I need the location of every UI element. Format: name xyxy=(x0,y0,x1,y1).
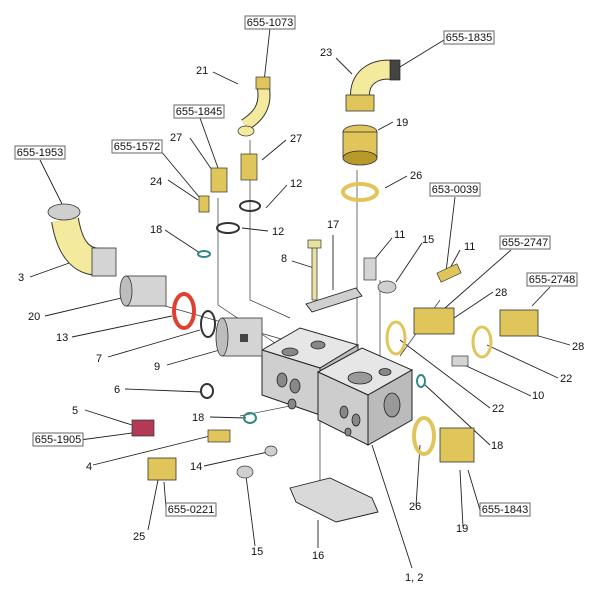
fitting-11-left xyxy=(363,257,377,281)
part-655-1953: 655-1953 xyxy=(17,147,64,159)
part-655-1843: 655-1843 xyxy=(482,504,529,516)
part-655-2747: 655-2747 xyxy=(502,237,549,249)
callout-18-mid: 18 xyxy=(192,412,204,424)
callout-23: 23 xyxy=(320,47,332,59)
callout-24: 24 xyxy=(150,176,162,188)
callout-25: 25 xyxy=(133,531,145,543)
callout-12-lower: 12 xyxy=(272,226,284,238)
callout-27-right: 27 xyxy=(290,133,302,145)
callout-28-right: 28 xyxy=(572,341,584,353)
callout-28-left: 28 xyxy=(495,287,507,299)
o-ring-18-top xyxy=(197,250,211,258)
part-655-1073: 655-1073 xyxy=(247,17,294,29)
callout-18-top: 18 xyxy=(150,224,162,236)
o-ring-26-bottom xyxy=(412,416,436,456)
fitting-19-top xyxy=(342,124,378,166)
callout-14: 14 xyxy=(190,461,202,473)
fitting-19-bottom xyxy=(439,427,475,463)
callout-11-left: 11 xyxy=(394,229,405,241)
callout-4: 4 xyxy=(86,461,92,473)
leader-lines xyxy=(29,27,571,569)
callout-8: 8 xyxy=(281,253,287,265)
fitting-10 xyxy=(451,355,469,367)
part-653-0039: 653-0039 xyxy=(432,184,479,196)
callout-11-right: 11 xyxy=(464,241,475,253)
callout-numbers: 21 23 19 27 27 12 12 26 24 18 17 11 15 1… xyxy=(18,47,584,584)
callout-16: 16 xyxy=(312,550,324,562)
fitting-4 xyxy=(207,429,231,443)
part-655-0221: 655-0221 xyxy=(168,504,215,516)
plug-15-bottom xyxy=(236,465,254,479)
elbow-fitting-23 xyxy=(345,59,401,112)
elbow-fitting-3 xyxy=(47,203,117,277)
callout-19-bottom: 19 xyxy=(456,523,468,535)
fitting-27-right xyxy=(240,153,258,181)
plug-5 xyxy=(131,419,155,437)
part-655-1905: 655-1905 xyxy=(35,434,82,446)
fitting-2748 xyxy=(499,309,539,337)
part-655-1845: 655-1845 xyxy=(176,106,223,118)
callout-13: 13 xyxy=(56,332,68,344)
elbow-25 xyxy=(147,457,177,481)
callout-10: 10 xyxy=(532,390,544,402)
callout-9: 9 xyxy=(154,361,160,373)
callout-3: 3 xyxy=(18,272,24,284)
o-ring-12-upper xyxy=(239,200,261,212)
o-ring-28-left xyxy=(385,320,407,356)
cartridge-9 xyxy=(215,317,263,357)
callout-12-upper: 12 xyxy=(290,178,302,190)
callout-26-bottom: 26 xyxy=(409,501,421,513)
callout-20: 20 xyxy=(28,311,40,323)
part-number-boxes: 655-1073 655-1835 655-1845 655-1572 655-… xyxy=(14,15,578,517)
o-ring-6 xyxy=(200,383,214,399)
o-ring-28-right xyxy=(471,325,493,359)
callout-7: 7 xyxy=(96,353,102,365)
part-655-1572: 655-1572 xyxy=(114,141,161,153)
callout-26-top: 26 xyxy=(410,170,422,182)
manifold-body xyxy=(260,327,414,446)
fitting-24 xyxy=(198,195,210,213)
o-ring-26-top xyxy=(341,182,379,202)
o-ring-12-lower xyxy=(216,222,240,234)
fitting-27-left xyxy=(210,167,228,193)
callout-6: 6 xyxy=(114,384,120,396)
fitting-2747 xyxy=(413,307,455,335)
o-ring-13 xyxy=(172,292,196,330)
callout-15-top: 15 xyxy=(422,234,434,246)
callout-17: 17 xyxy=(327,219,339,231)
elbow-fitting-21 xyxy=(237,76,271,137)
o-ring-18-right xyxy=(416,374,426,388)
callout-27-left: 27 xyxy=(170,132,182,144)
part-655-1835: 655-1835 xyxy=(446,32,493,44)
snap-ring-7 xyxy=(200,310,216,338)
fitting-11-right xyxy=(436,263,462,283)
callout-22-right: 22 xyxy=(560,373,572,385)
callout-18-right: 18 xyxy=(491,440,503,452)
o-ring-18-mid xyxy=(243,412,257,424)
callout-22-mid: 22 xyxy=(492,403,504,415)
callout-19-top: 19 xyxy=(396,117,408,129)
callout-21: 21 xyxy=(196,65,208,77)
gasket-plate xyxy=(289,477,379,523)
plug-15-top xyxy=(377,280,397,294)
callout-5: 5 xyxy=(72,405,78,417)
cover-plate xyxy=(305,287,363,313)
bolt xyxy=(307,239,322,301)
plug-14 xyxy=(264,445,278,457)
callout-15-bottom: 15 xyxy=(251,546,263,558)
adapter-20 xyxy=(119,275,167,307)
callout-1-2: 1, 2 xyxy=(405,572,423,584)
part-655-2748: 655-2748 xyxy=(529,274,576,286)
